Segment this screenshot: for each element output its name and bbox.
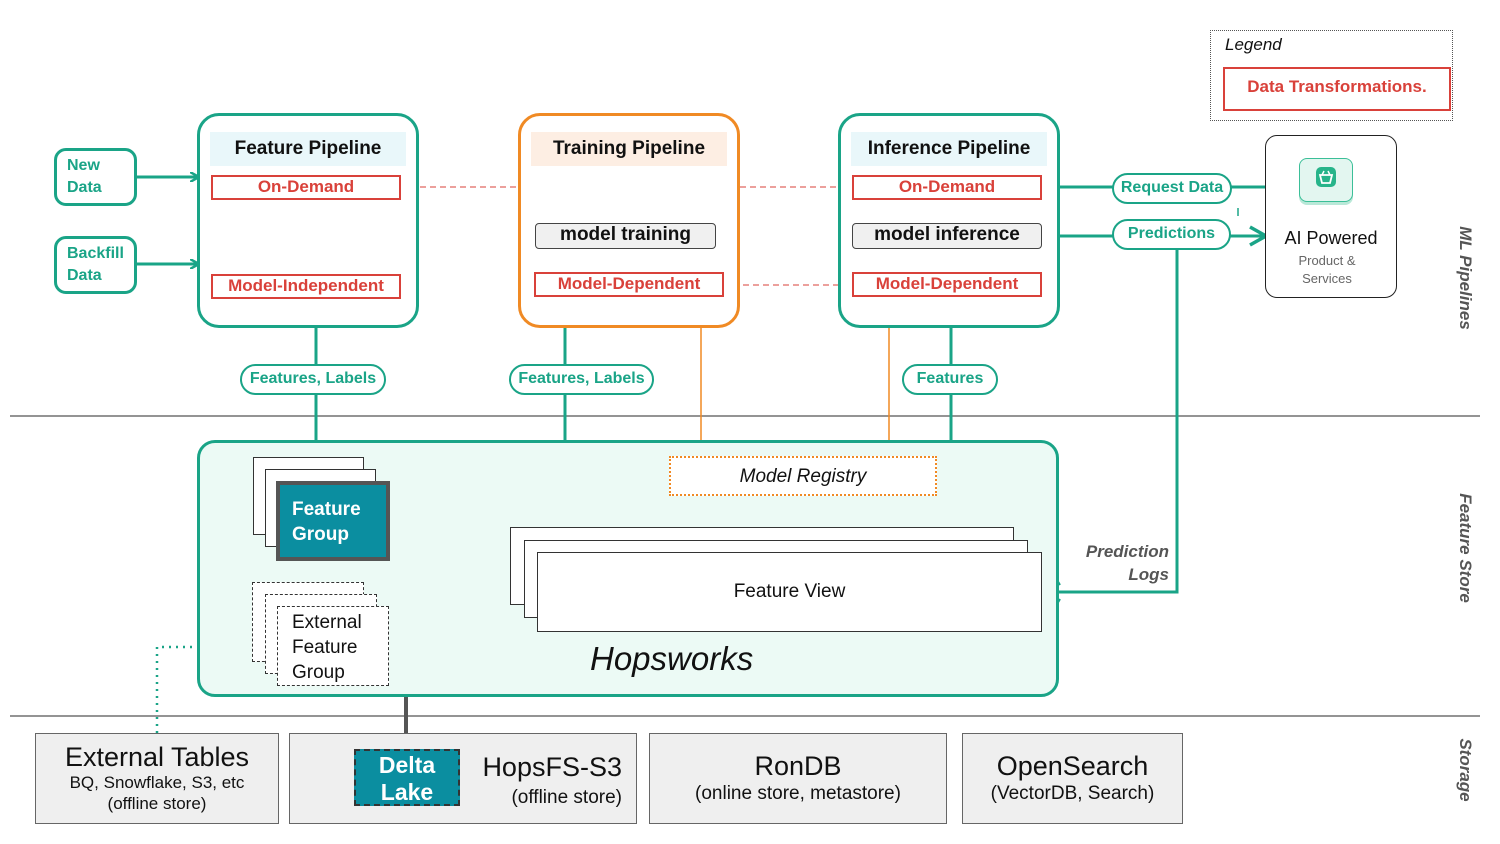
section-ml-pipelines: ML Pipelines [1456,226,1475,330]
feature-view: Feature View [537,552,1042,632]
request-data-pill: Request Data [1112,173,1232,204]
training-pipeline-title: Training Pipeline [531,132,727,166]
legend-data-transformations: Data Transformations. [1223,67,1451,111]
feature-on-demand: On-Demand [211,175,401,200]
model-inference: model inference [852,223,1042,249]
inference-pipeline-title: Inference Pipeline [851,132,1047,166]
model-training: model training [535,223,716,249]
external-feature-group: External Feature Group [277,606,389,686]
external-tables-sub2: (offline store) [107,794,207,813]
opensearch-sub: (VectorDB, Search) [990,783,1155,804]
basket-icon [1299,158,1353,202]
rondb-storage: RonDB (online store, metastore) [649,733,947,824]
feature-model-independent: Model-Independent [211,274,401,299]
prediction-logs-label: Prediction Logs [1085,542,1169,584]
section-storage: Storage [1456,738,1475,802]
legend: Legend Data Transformations. [1210,30,1453,121]
opensearch-title: OpenSearch [996,751,1149,781]
external-tables-title: External Tables [64,742,250,772]
external-tables-sub1: BQ, Snowflake, S3, etc [69,773,245,792]
delta-lake: Delta Lake [354,749,460,806]
ai-product-title: AI Powered [1284,228,1378,248]
new-data-input: New Data [54,148,137,206]
external-tables-storage: External Tables BQ, Snowflake, S3, etc (… [35,733,279,824]
training-model-dependent: Model-Dependent [534,272,724,297]
features-pill: Features [902,364,998,395]
inference-model-dependent: Model-Dependent [852,272,1042,297]
opensearch-storage: OpenSearch (VectorDB, Search) [962,733,1183,824]
feature-group: Feature Group [276,481,390,561]
features-labels-pill-1: Features, Labels [240,364,386,395]
legend-title: Legend [1225,35,1282,54]
backfill-data-input: Backfill Data [54,236,137,294]
hopsfs-title: HopsFS-S3 [482,752,622,782]
hopsworks-label: Hopsworks [590,640,754,677]
model-registry: Model Registry [669,456,937,496]
hopsfs-storage: HopsFS-S3 (offline store) [289,733,637,824]
feature-pipeline-title: Feature Pipeline [210,132,406,166]
inference-on-demand: On-Demand [852,175,1042,200]
hopsfs-sub: (offline store) [511,787,622,808]
predictions-pill: Predictions [1112,219,1231,250]
section-feature-store: Feature Store [1456,493,1475,603]
ai-product-subtitle: Product & Services [1298,253,1356,286]
ai-product-card: AI Powered Product & Services [1265,135,1397,298]
features-labels-pill-2: Features, Labels [509,364,654,395]
rondb-title: RonDB [754,751,842,781]
rondb-sub: (online store, metastore) [695,783,901,804]
